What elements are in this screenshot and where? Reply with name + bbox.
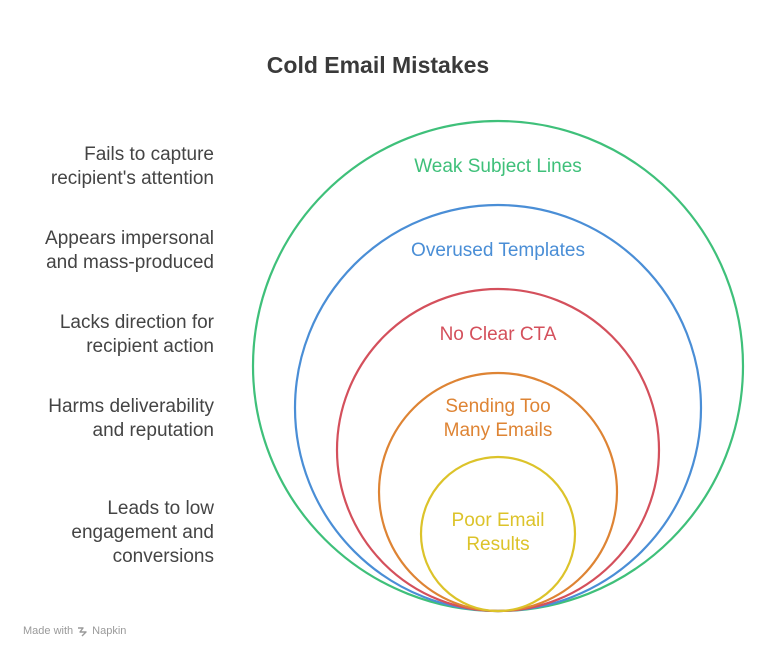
layer-label-sending-too-many-emails: Sending Too Many Emails	[443, 396, 553, 441]
description-sending-too-many-emails: Harms deliverability and reputation	[48, 396, 214, 441]
diagram-title: Cold Email Mistakes	[266, 52, 490, 78]
napkin-logo-icon	[78, 626, 87, 636]
description-weak-subject-lines: Fails to capture recipient's attention	[50, 144, 214, 189]
footer-brand: Napkin	[92, 625, 127, 637]
made-with-napkin-footer: Made with Napkin	[23, 625, 126, 637]
circle-poor-email-results	[419, 455, 577, 613]
layer-label-overused-templates: Overused Templates	[411, 240, 585, 261]
description-overused-templates: Appears impersonal and mass-produced	[45, 228, 214, 273]
layer-label-poor-email-results: Poor Email Results	[451, 510, 545, 555]
description-poor-email-results: Leads to low engagement and conversions	[71, 498, 214, 567]
footer-prefix: Made with	[23, 625, 74, 637]
layer-label-weak-subject-lines: Weak Subject Lines	[414, 156, 582, 177]
layer-label-no-clear-cta: No Clear CTA	[439, 324, 557, 345]
description-no-clear-cta: Lacks direction for recipient action	[59, 312, 214, 357]
